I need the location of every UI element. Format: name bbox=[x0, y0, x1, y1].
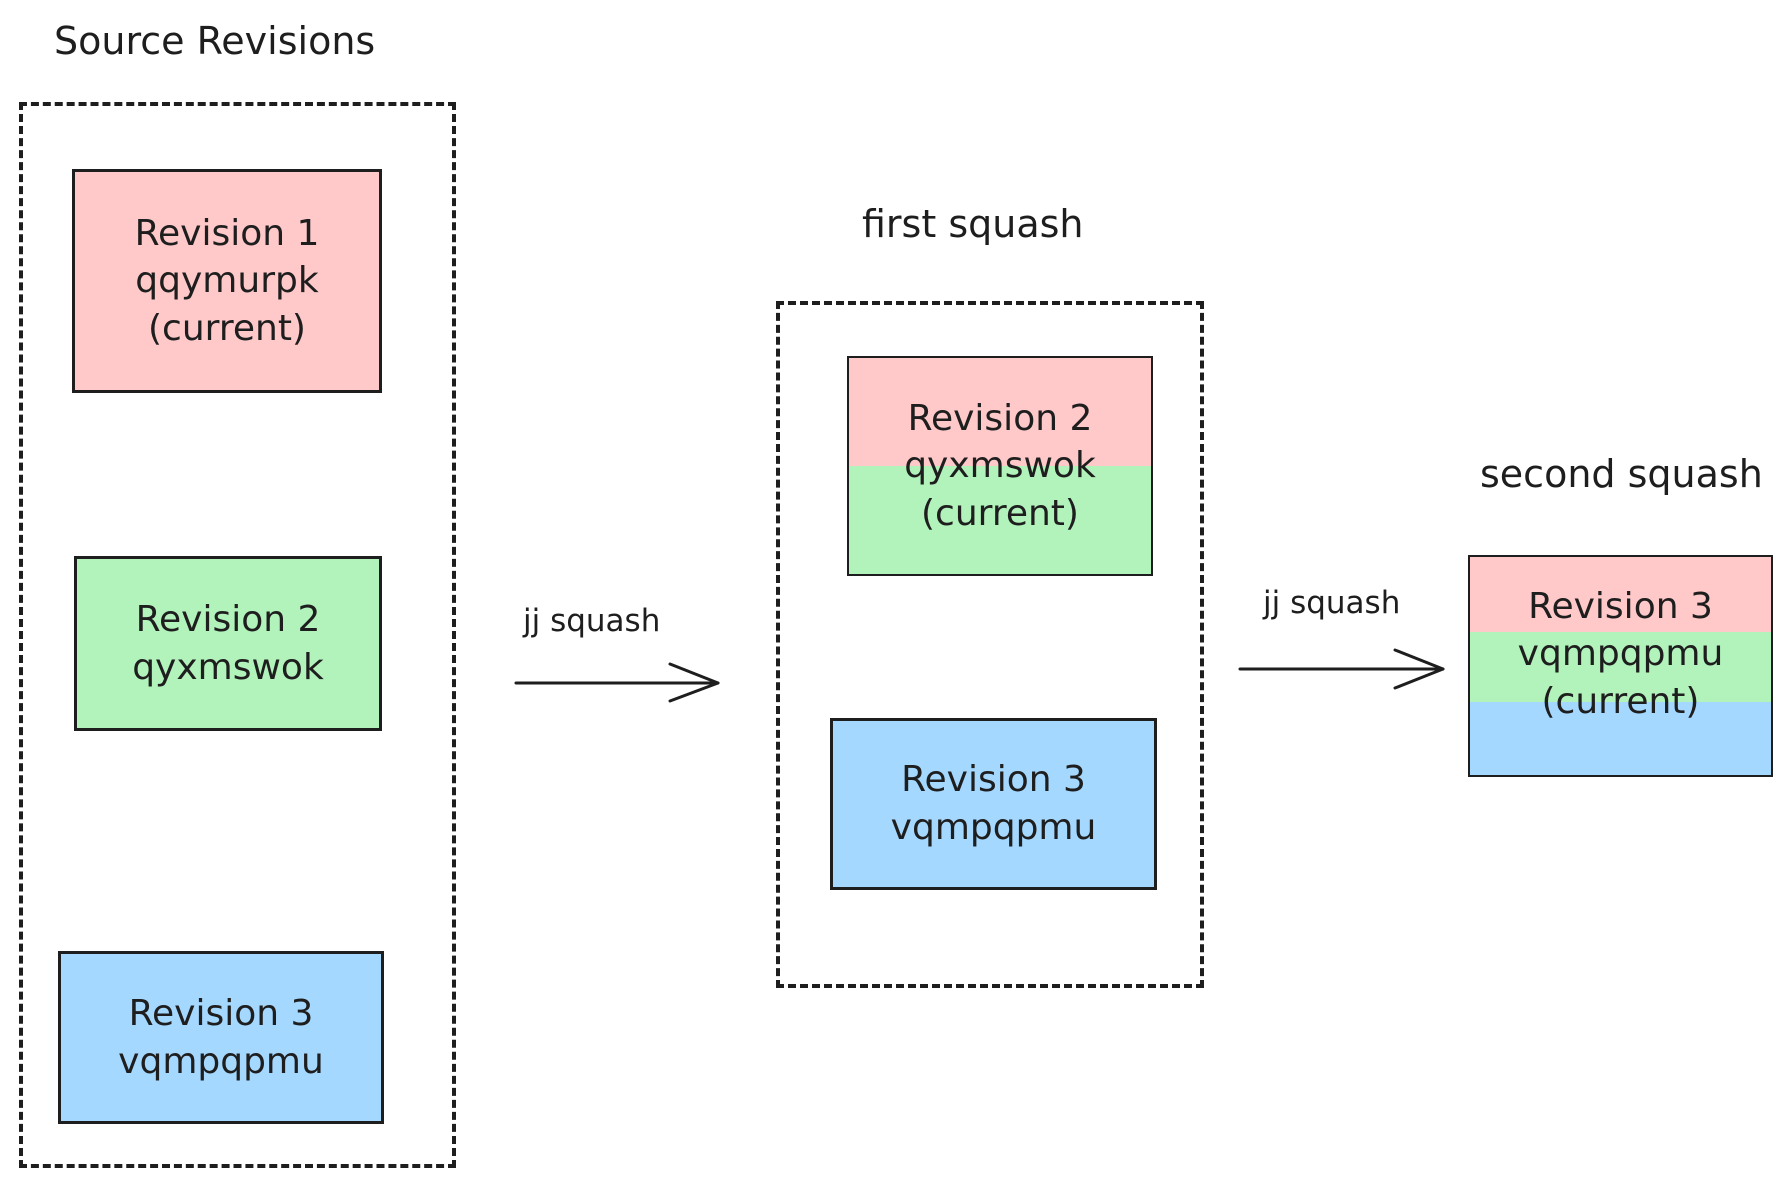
revision-id: vqmpqpmu bbox=[890, 807, 1097, 848]
merged-text: Revision 2 qyxmswok (current) bbox=[904, 395, 1096, 538]
first-squash-command-label: jj squash bbox=[523, 603, 661, 639]
revision-label: Revision 2 bbox=[907, 397, 1093, 439]
first-squash-merged-box: Revision 2 qyxmswok (current) bbox=[847, 356, 1153, 576]
source-revisions-title: Source Revisions bbox=[54, 19, 376, 63]
source-revision-1-box: Revision 1 qqymurpk (current) bbox=[72, 169, 382, 393]
revision-label: Revision 1 bbox=[134, 212, 320, 254]
first-squash-remaining-box: Revision 3 vqmpqpmu bbox=[830, 718, 1157, 890]
revision-id: vqmpqpmu bbox=[1517, 633, 1724, 675]
revision-id: qyxmswok bbox=[132, 646, 324, 688]
revision-status: (current) bbox=[921, 492, 1079, 534]
second-squash-command-label: jj squash bbox=[1263, 585, 1401, 621]
revision-label: Revision 3 bbox=[1528, 585, 1713, 627]
revision-status: (current) bbox=[148, 307, 306, 349]
revision-id: vqmpqpmu bbox=[118, 1040, 324, 1082]
revision-id: qqymurpk bbox=[135, 260, 319, 302]
revision-label: Revision 3 bbox=[128, 992, 314, 1034]
revision-label: Revision 3 bbox=[901, 759, 1086, 801]
revision-status: (current) bbox=[1541, 680, 1700, 722]
second-squash-merged-box: Revision 3 vqmpqpmu (current) bbox=[1468, 555, 1773, 777]
source-revision-2-box: Revision 2 qyxmswok bbox=[74, 556, 382, 731]
merged-color-band-revision-2 bbox=[1470, 632, 1771, 702]
first-squash-title: first squash bbox=[862, 202, 1084, 246]
revision-id: qyxmswok bbox=[904, 445, 1096, 487]
revision-label: Revision 2 bbox=[135, 598, 321, 640]
source-revisions-group bbox=[19, 102, 456, 1168]
source-revision-3-box: Revision 3 vqmpqpmu bbox=[58, 951, 384, 1124]
first-squash-group bbox=[776, 301, 1204, 988]
second-squash-title: second squash bbox=[1480, 452, 1763, 496]
merged-color-band-revision-1 bbox=[849, 358, 1151, 466]
merged-text: Revision 3 vqmpqpmu (current) bbox=[1518, 583, 1724, 726]
merged-color-band-revision-1 bbox=[1470, 557, 1771, 632]
